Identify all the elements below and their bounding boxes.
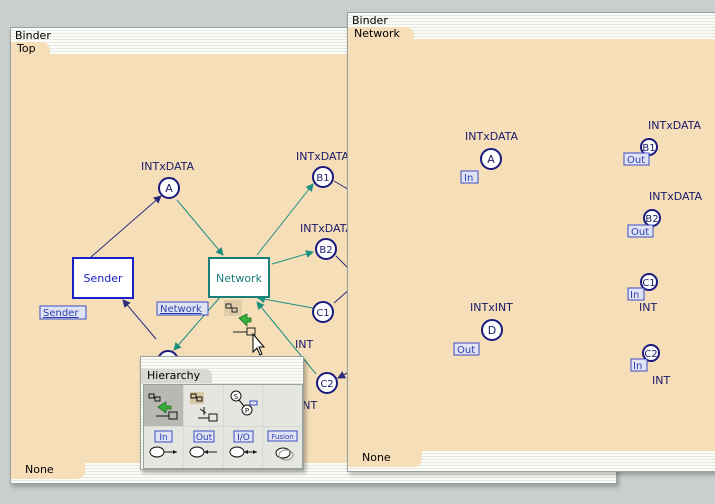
port-place-B1[interactable]: INTxDATA B1 Out: [623, 119, 702, 166]
port-tag-C2: In: [633, 361, 642, 372]
right-binder-tab-network[interactable]: Network: [348, 27, 414, 41]
assign-socket-port-tool[interactable]: S P: [223, 385, 263, 426]
place-B2-type: INTxDATA: [300, 222, 354, 235]
out-port-label: Out: [196, 433, 213, 443]
port-place-C1[interactable]: C1 In INT: [627, 273, 658, 314]
hierarchy-tool-grid: S P In Out: [143, 384, 303, 469]
port-tag-A: In: [464, 173, 473, 184]
arc-C2-to-network[interactable]: [256, 301, 317, 375]
place-B1[interactable]: INTxDATA B1: [296, 150, 350, 188]
place-A-name: A: [165, 182, 173, 195]
in-port-label: In: [159, 433, 167, 443]
assign-socket-port-icon: S P: [230, 390, 257, 416]
place-C1-type: INT: [295, 338, 313, 351]
svg-text:P: P: [244, 407, 248, 415]
move-to-subpage-icon: [148, 393, 178, 420]
port-place-C1-type: INT: [639, 301, 657, 314]
port-place-C1-name: C1: [642, 278, 655, 289]
place-C2[interactable]: C2 INT: [299, 372, 338, 412]
port-place-C2-name: C2: [644, 349, 657, 360]
transition-sender[interactable]: [72, 257, 134, 299]
arc-C1-to-network[interactable]: [257, 295, 314, 309]
place-C1-name: C1: [316, 308, 329, 319]
place-B2[interactable]: INTxDATA B2: [300, 222, 354, 260]
arc-D-to-sender[interactable]: [122, 299, 157, 340]
arc-A-to-network[interactable]: [176, 199, 224, 256]
port-place-D-type: INTxINT: [470, 301, 513, 314]
drag-cursor-icon: [224, 300, 266, 356]
arc-network-to-B1[interactable]: [256, 183, 314, 256]
hierarchy-palette-tab[interactable]: Hierarchy: [141, 369, 213, 383]
port-tag-B2: Out: [631, 227, 649, 238]
port-place-A[interactable]: INTxDATA A In: [460, 130, 519, 184]
replace-by-subpage-icon: [189, 392, 218, 422]
place-A[interactable]: INTxDATA A: [141, 160, 195, 199]
port-place-A-name: A: [487, 153, 495, 166]
subpage-tag-network[interactable]: [156, 301, 209, 316]
left-binder-tab-top[interactable]: Top: [11, 42, 50, 56]
in-port-icon: In: [149, 430, 177, 458]
port-place-B1-type: INTxDATA: [648, 119, 702, 132]
port-tag-D: Out: [457, 345, 475, 356]
port-place-D[interactable]: INTxINT D Out: [453, 301, 513, 356]
right-binder-header: Binder Network: [348, 13, 715, 41]
fusion-set-label: Fusion: [272, 433, 294, 441]
network-page-canvas[interactable]: INTxDATA A In INTxINT D Out INTxDATA B1 …: [348, 41, 715, 451]
out-port-tool[interactable]: Out: [183, 427, 223, 468]
top-page-canvas[interactable]: Sender Network Sender Network INTxDATA A…: [11, 56, 616, 466]
arc-sender-to-A[interactable]: [90, 195, 162, 258]
arc-network-to-B2[interactable]: [271, 250, 314, 265]
port-place-C2-type: INT: [652, 374, 670, 387]
port-tag-C1: In: [630, 290, 639, 301]
port-place-B2-name: B2: [645, 214, 658, 225]
subpage-tag-sender-label: Sender: [43, 308, 79, 319]
place-C1[interactable]: C1 INT: [295, 301, 334, 351]
hierarchy-palette[interactable]: Hierarchy S: [140, 356, 304, 470]
port-place-A-type: INTxDATA: [465, 130, 519, 143]
io-port-icon: I/O: [229, 430, 257, 458]
port-place-B2-type: INTxDATA: [649, 190, 703, 203]
place-A-type: INTxDATA: [141, 160, 195, 173]
place-B1-type: INTxDATA: [296, 150, 350, 163]
subpage-tag-sender[interactable]: [39, 305, 87, 320]
subpage-tag-network-label: Network: [160, 304, 202, 315]
io-port-tool[interactable]: I/O: [223, 427, 263, 468]
right-binder-window[interactable]: Binder Network INTxDATA A In INTxINT D O…: [347, 12, 715, 472]
port-tag-B1: Out: [627, 155, 645, 166]
io-port-label: I/O: [237, 433, 250, 443]
place-B1-name: B1: [316, 173, 329, 184]
right-binder-footer: None: [348, 451, 715, 471]
left-binder-tab-none[interactable]: None: [11, 463, 85, 479]
transition-network-label: Network: [216, 272, 263, 285]
place-B2-name: B2: [319, 245, 332, 256]
right-binder-title: Binder: [352, 14, 388, 27]
replace-by-subpage-tool[interactable]: [183, 385, 223, 426]
in-port-tool[interactable]: In: [144, 427, 183, 468]
transition-network[interactable]: [208, 257, 270, 298]
place-C2-name: C2: [320, 379, 333, 390]
port-place-B2[interactable]: INTxDATA B2 Out: [627, 190, 703, 238]
fusion-set-icon: Fusion: [267, 430, 298, 461]
svg-text:S: S: [233, 393, 238, 401]
right-binder-tab-none[interactable]: None: [348, 451, 422, 467]
out-port-icon: Out: [189, 430, 217, 458]
port-place-B1-name: B1: [642, 143, 655, 154]
port-place-D-name: D: [488, 324, 496, 337]
empty-tool-slot: [263, 385, 302, 426]
transition-sender-label: Sender: [84, 272, 123, 285]
left-binder-title: Binder: [15, 29, 51, 42]
fusion-set-tool[interactable]: Fusion: [263, 427, 302, 468]
move-to-subpage-tool[interactable]: [144, 385, 183, 426]
port-place-C2[interactable]: C2 In INT: [630, 344, 670, 387]
arc-network-to-D[interactable]: [173, 295, 222, 351]
